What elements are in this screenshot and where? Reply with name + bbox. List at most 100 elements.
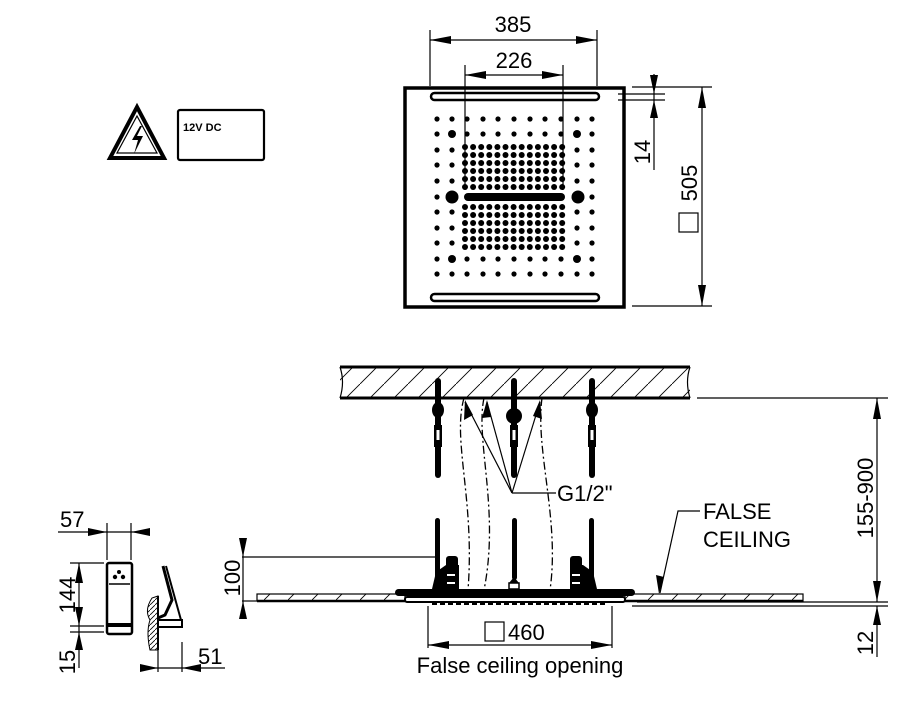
nozzle <box>526 152 533 158</box>
nozzle <box>502 160 509 166</box>
nozzle-profile <box>592 602 597 605</box>
nozzle <box>478 160 485 166</box>
nozzle <box>478 212 485 218</box>
dim-144-label: 144 <box>55 577 80 614</box>
center-connector <box>508 577 520 590</box>
nozzle <box>543 220 549 226</box>
nozzle <box>551 212 558 218</box>
nozzle <box>542 131 548 137</box>
nozzle <box>574 209 580 215</box>
pipe-right <box>586 378 598 478</box>
nozzle-profile <box>584 602 589 605</box>
led-strip-bottom <box>429 292 601 303</box>
nozzle-profile <box>504 602 509 605</box>
nozzle <box>486 168 493 174</box>
nozzle <box>470 176 477 182</box>
dim-12-label: 12 <box>853 631 878 655</box>
nozzle-profile <box>568 602 573 605</box>
nozzle-profile <box>544 602 549 605</box>
nozzle-profile <box>440 602 445 605</box>
nozzle <box>510 220 517 226</box>
nozzle <box>534 212 541 218</box>
nozzle <box>534 152 541 158</box>
nozzle <box>486 236 493 242</box>
nozzle <box>526 168 533 174</box>
nozzle <box>464 131 470 137</box>
nozzle <box>494 212 501 218</box>
nozzle <box>480 131 486 137</box>
nozzle <box>502 152 509 158</box>
nozzle <box>518 144 525 150</box>
bracket-right <box>570 556 597 589</box>
nozzle <box>518 236 525 242</box>
nozzle <box>559 160 566 166</box>
nozzle <box>502 204 509 210</box>
dim-57-label: 57 <box>60 507 84 532</box>
nozzle <box>559 220 566 226</box>
nozzle <box>494 144 501 150</box>
nozzle-profile <box>464 602 469 605</box>
nozzle <box>559 244 566 250</box>
nozzle <box>480 271 486 277</box>
side-nozzle <box>571 190 585 204</box>
nozzle <box>542 271 548 277</box>
nozzle <box>470 212 477 218</box>
nozzle <box>495 116 501 122</box>
nozzle <box>589 240 595 246</box>
nozzle <box>449 178 455 184</box>
nozzle <box>551 236 558 242</box>
nozzle <box>449 271 455 277</box>
nozzle <box>518 212 525 218</box>
nozzle <box>470 184 477 190</box>
bracket-left <box>432 556 459 589</box>
nozzle <box>494 176 501 182</box>
nozzle <box>486 228 493 234</box>
nozzle-profile <box>560 602 565 605</box>
dim-385-label: 385 <box>495 12 532 37</box>
nozzle <box>470 160 477 166</box>
nozzle <box>478 204 485 210</box>
nozzle <box>518 220 525 226</box>
dim-505: 505 <box>632 86 712 307</box>
dim-100-label: 100 <box>220 560 245 597</box>
nozzle <box>486 160 493 166</box>
nozzle <box>518 176 525 182</box>
nozzle <box>494 160 501 166</box>
nozzle-profile <box>488 602 493 605</box>
nozzle <box>510 144 517 150</box>
nozzle <box>510 236 517 242</box>
nozzle <box>470 228 477 234</box>
nozzle <box>559 176 566 182</box>
nozzle <box>526 144 533 150</box>
nozzle <box>527 271 533 277</box>
dim-12: 12 <box>853 606 881 657</box>
nozzle <box>559 236 566 242</box>
nozzle <box>502 244 509 250</box>
nozzle <box>486 152 493 158</box>
nozzle <box>511 271 517 277</box>
nozzle <box>518 184 525 190</box>
nozzle-grid <box>434 116 595 277</box>
nozzle <box>543 160 549 166</box>
nozzle <box>559 144 566 150</box>
nozzle <box>495 271 501 277</box>
shower-body-side <box>395 556 635 605</box>
nozzle <box>574 178 580 184</box>
dim-505-label: 505 <box>677 165 702 202</box>
nozzle <box>486 220 493 226</box>
nozzle <box>510 244 517 250</box>
dim-14-label: 14 <box>630 140 655 164</box>
nozzle <box>527 256 533 262</box>
nozzle <box>574 147 580 153</box>
nozzle-profile <box>472 602 477 605</box>
nozzle <box>510 204 517 210</box>
nozzle <box>559 168 566 174</box>
nozzle <box>502 168 509 174</box>
nozzle <box>558 256 564 262</box>
nozzle <box>543 144 549 150</box>
square-icon <box>678 212 699 233</box>
nozzle-profile <box>448 602 453 605</box>
nozzle <box>486 176 493 182</box>
nozzle <box>526 176 533 182</box>
pipe-center <box>506 378 522 478</box>
